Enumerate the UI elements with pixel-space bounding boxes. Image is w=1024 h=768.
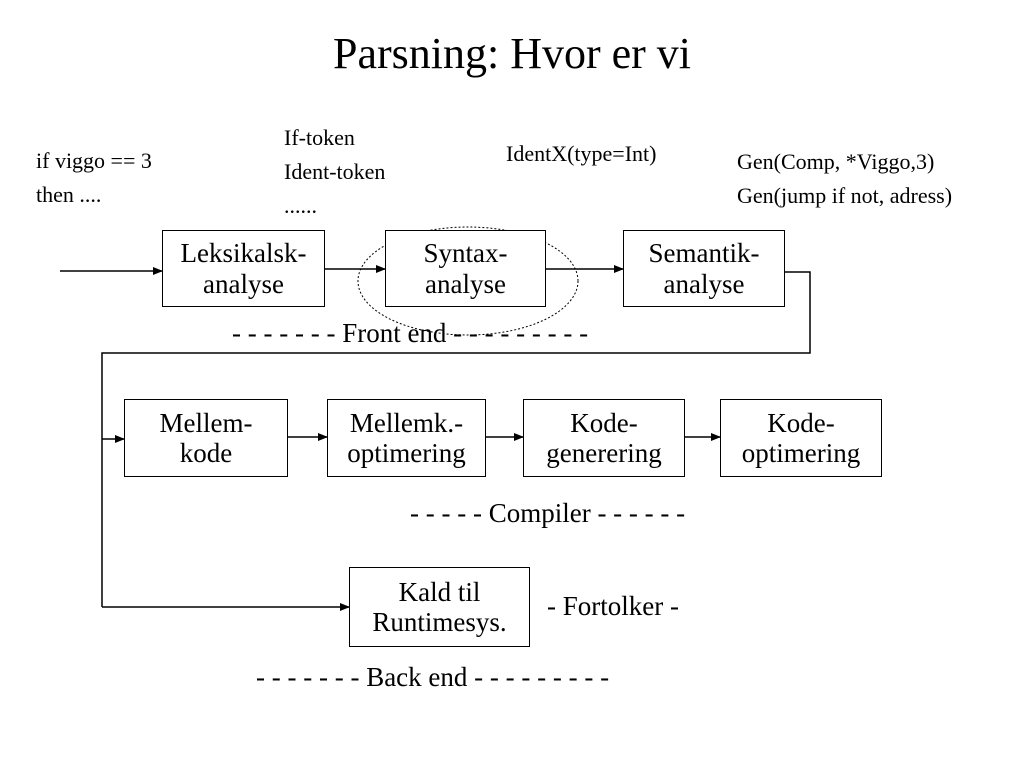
page-title: Parsning: Hvor er vi bbox=[332, 29, 692, 78]
token-line: Ident-token bbox=[284, 159, 386, 185]
box-line: Leksikalsk- bbox=[180, 238, 307, 268]
box-line: analyse bbox=[663, 268, 745, 299]
runtime-call-box: Kald til Runtimesys. bbox=[349, 567, 530, 647]
token-line: ...... bbox=[284, 193, 317, 219]
source-code-line: if viggo == 3 bbox=[36, 148, 152, 173]
back-end-label: - - - - - - - Back end - - - - - - - - - bbox=[256, 662, 610, 692]
source-code-line: then .... bbox=[36, 182, 102, 208]
syntax-analysis-box: Syntax- analyse bbox=[385, 230, 546, 307]
semantic-result-note: Gen(Comp, *Viggo,3) Gen(jump if not, adr… bbox=[737, 145, 952, 213]
semantic-analysis-box: Semantik- analyse bbox=[623, 230, 785, 307]
box-line: Mellemk.- bbox=[349, 407, 464, 438]
semantic-result-line: Gen(Comp, *Viggo,3) bbox=[737, 149, 935, 174]
syntax-focus-ellipse bbox=[357, 226, 579, 336]
intermediate-optimization-box: Mellemk.- optimering bbox=[327, 399, 486, 477]
box-line: optimering bbox=[741, 438, 861, 468]
token-line: If-token bbox=[284, 125, 355, 150]
syntax-result-note: IdentX(type=Int) bbox=[506, 141, 657, 166]
box-line: kode bbox=[179, 438, 233, 468]
lexical-analysis-box: Leksikalsk- analyse bbox=[162, 230, 325, 307]
box-line: Runtimesys. bbox=[372, 607, 507, 637]
source-code-note: if viggo == 3 then .... bbox=[36, 144, 152, 212]
box-line: Kode- bbox=[767, 407, 835, 438]
tokens-note: If-token Ident-token ...... bbox=[284, 121, 385, 223]
box-line: Semantik- bbox=[648, 238, 760, 268]
code-generation-box: Kode- generering bbox=[523, 399, 685, 477]
box-line: Kald til bbox=[398, 576, 481, 607]
semantic-result-line: Gen(jump if not, adress) bbox=[737, 183, 953, 209]
box-line: generering bbox=[546, 438, 662, 468]
interpreter-label: - Fortolker - bbox=[547, 591, 679, 621]
box-line: Kode- bbox=[570, 407, 638, 438]
box-line: Mellem- bbox=[159, 407, 253, 438]
box-line: analyse bbox=[425, 268, 506, 299]
front-end-label: - - - - - - - Front end - - - - - - - - … bbox=[232, 318, 589, 348]
box-line: Syntax- bbox=[423, 238, 508, 268]
compiler-label: - - - - - Compiler - - - - - - bbox=[410, 498, 686, 528]
front-to-back-connector bbox=[101, 271, 811, 607]
box-line: analyse bbox=[203, 268, 284, 299]
intermediate-code-box: Mellem- kode bbox=[124, 399, 288, 477]
box-line: optimering bbox=[347, 438, 466, 468]
code-optimization-box: Kode- optimering bbox=[720, 399, 882, 477]
